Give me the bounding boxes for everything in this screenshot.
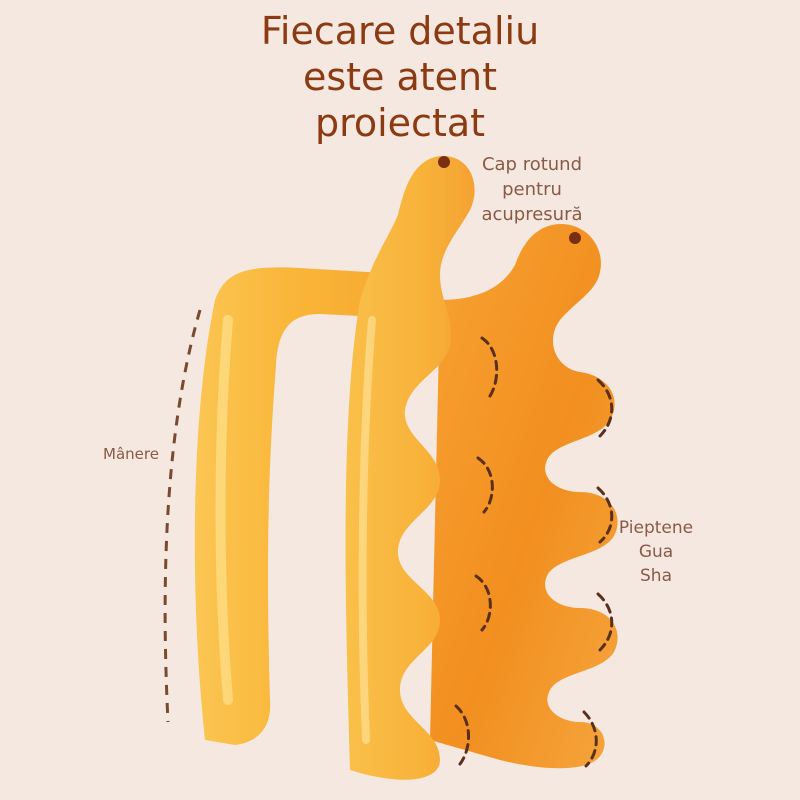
callout-comb: Pieptene Gua Sha: [606, 516, 706, 588]
marker-dot-head-2: [569, 232, 581, 244]
callout-head-line-2: pentru: [502, 179, 562, 200]
handles-dashed-line: [163, 309, 202, 723]
marker-dot-head-1: [438, 156, 450, 168]
comb-dash-markers: [454, 336, 614, 768]
callout-handles-label: Mânere: [103, 445, 159, 463]
callout-head-line-1: Cap rotund: [481, 154, 583, 175]
title-line-3: proiectat: [314, 101, 486, 145]
page-title: Fiecare detaliu este atent proiectat: [0, 8, 800, 146]
callout-handles: Mânere: [96, 444, 166, 464]
comb-body: [430, 224, 618, 769]
callout-round-head: Cap rotund pentru acupresură: [462, 152, 602, 227]
title-line-2: este atent: [302, 55, 498, 99]
handle-loop: [194, 267, 402, 745]
callout-comb-line-2: Gua: [638, 542, 674, 562]
title-line-1: Fiecare detaliu: [260, 9, 540, 53]
callout-head-line-3: acupresură: [481, 204, 583, 225]
handle-highlight: [215, 315, 233, 705]
callout-comb-line-1: Pieptene: [618, 518, 694, 538]
front-stem: [345, 155, 475, 780]
callout-comb-line-3: Sha: [640, 566, 672, 586]
stem-highlight: [358, 316, 376, 744]
